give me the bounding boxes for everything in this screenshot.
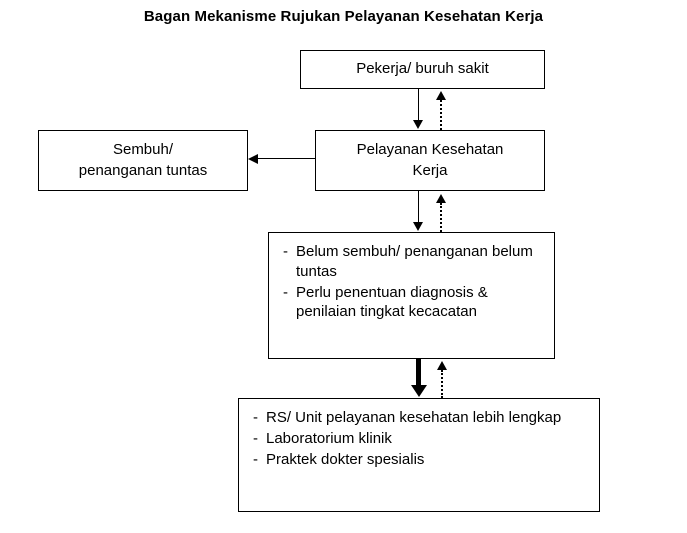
node-occupational-health-service-line1: Pelayanan Kesehatan (356, 141, 504, 159)
node-occupational-health-service: Pelayanan Kesehatan Kerja (315, 130, 545, 191)
node-occupational-health-service-line2: Kerja (412, 161, 448, 179)
list-item: - Belum sembuh/ penanganan belum tuntas (283, 242, 544, 282)
connector-referral-to-unresolved-arrowhead (436, 361, 447, 370)
dash-bullet-icon: - (253, 429, 258, 447)
dash-bullet-icon: - (283, 283, 288, 301)
list-item-text: Belum sembuh/ penanganan belum tuntas (296, 243, 533, 280)
connector-unresolved-to-service-line (440, 203, 442, 232)
list-item: - Perlu penentuan diagnosis & penilaian … (283, 283, 544, 323)
dash-bullet-icon: - (253, 450, 258, 468)
node-unresolved: - Belum sembuh/ penanganan belum tuntas … (268, 232, 555, 359)
connector-service-to-unresolved-arrowhead (412, 222, 423, 231)
connector-service-to-worker-arrowhead (435, 91, 446, 100)
node-recovered-line1: Sembuh/ (112, 141, 174, 159)
connector-service-to-recovered-arrowhead (248, 153, 258, 164)
node-worker-sick: Pekerja/ buruh sakit (300, 50, 545, 89)
connector-unresolved-to-referral-line (416, 359, 421, 387)
list-item-text: Praktek dokter spesialis (266, 450, 425, 468)
list-item: - Laboratorium klinik (253, 429, 589, 449)
connector-service-to-worker-line (440, 100, 442, 130)
list-item-text: Laboratorium klinik (266, 429, 392, 447)
connector-unresolved-to-service-arrowhead (435, 194, 446, 203)
dash-bullet-icon: - (253, 409, 258, 426)
connector-unresolved-to-referral-arrowhead (410, 385, 427, 397)
connector-worker-to-service-line (418, 89, 419, 122)
connector-service-to-unresolved-line (418, 191, 419, 223)
connector-referral-to-unresolved-line (441, 370, 443, 398)
node-recovered-text: Sembuh/ penanganan tuntas (79, 140, 207, 181)
page-title: Bagan Mekanisme Rujukan Pelayanan Keseha… (143, 8, 544, 25)
dash-bullet-icon: - (283, 243, 288, 260)
list-item-text: RS/ Unit pelayanan kesehatan lebih lengk… (266, 409, 562, 426)
connector-worker-to-service-arrowhead (412, 120, 423, 129)
node-recovered: Sembuh/ penanganan tuntas (38, 130, 248, 191)
node-worker-sick-label: Pekerja/ buruh sakit (356, 60, 489, 78)
list-item-text: Perlu penentuan diagnosis & penilaian ti… (296, 283, 488, 321)
list-item: - Praktek dokter spesialis (253, 450, 589, 470)
node-recovered-line2: penanganan tuntas (78, 161, 208, 179)
node-referral-facilities: - RS/ Unit pelayanan kesehatan lebih len… (238, 398, 600, 512)
node-occupational-health-service-text: Pelayanan Kesehatan Kerja (357, 140, 504, 181)
list-item: - RS/ Unit pelayanan kesehatan lebih len… (253, 408, 589, 428)
connector-service-to-recovered-line (258, 158, 315, 159)
